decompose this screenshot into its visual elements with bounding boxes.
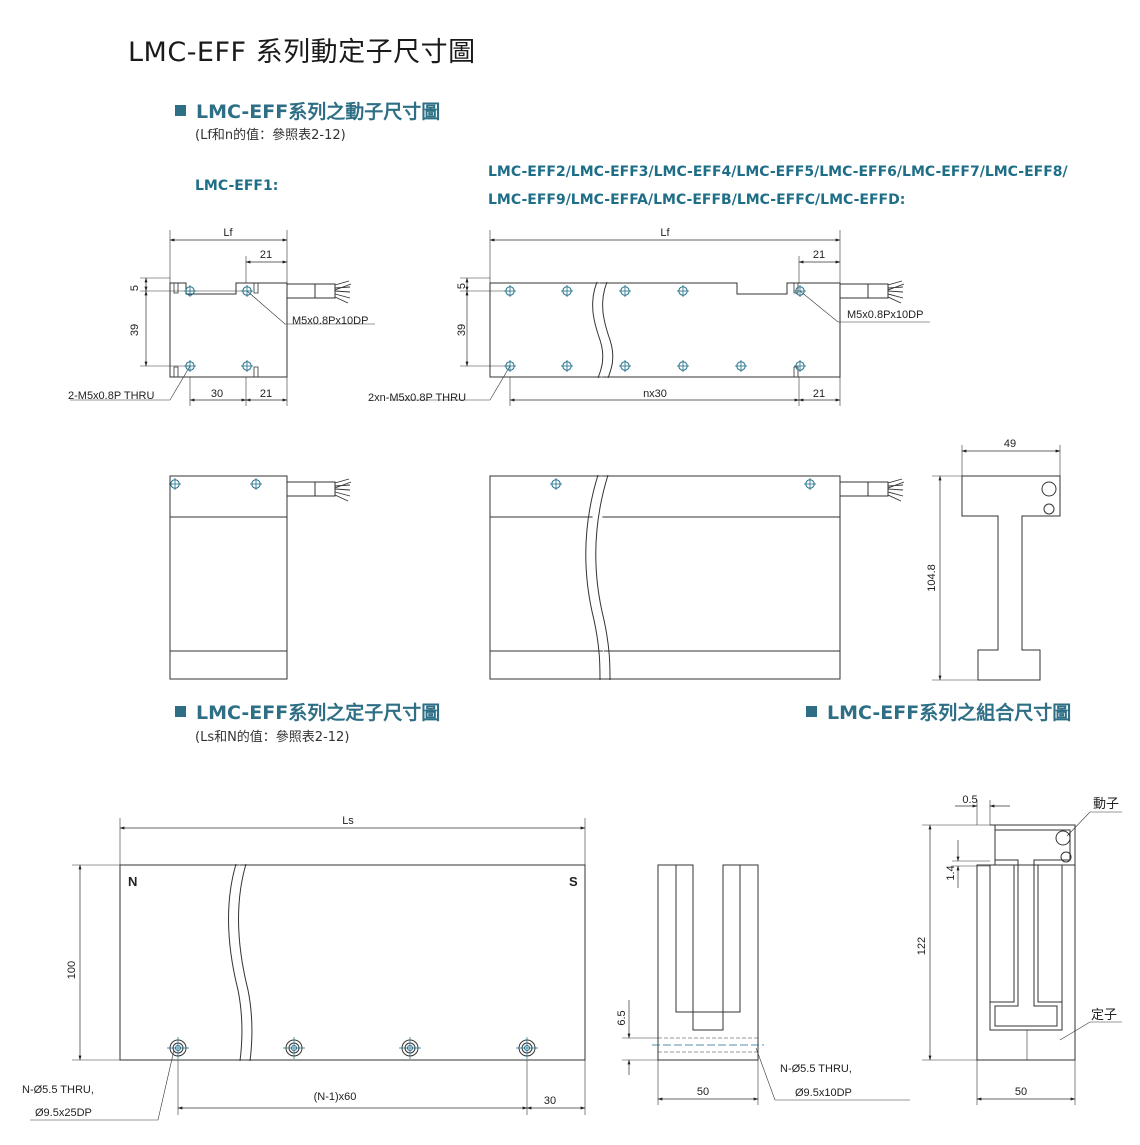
dim-6-5: 6.5 (616, 1010, 628, 1025)
callout-stator-thru: N-Ø5.5 THRU, (22, 1084, 94, 1096)
hole (503, 359, 517, 373)
label-mover: 動子 (1093, 796, 1119, 811)
callout-end-thru: N-Ø5.5 THRU, (780, 1063, 852, 1075)
dim-100: 100 (66, 961, 78, 979)
dim-5-2: 5 (456, 283, 468, 289)
callout-stator-cb: Ø9.5x25DP (35, 1107, 92, 1119)
model-multi-line1: LMC-EFF2/LMC-EFF3/LMC-EFF4/LMC-EFF5/LMC-… (488, 164, 1068, 180)
bullet-square-icon (806, 706, 817, 717)
page-title: LMC-EFF 系列動定子尺寸圖 (128, 37, 476, 68)
model-multi-line2: LMC-EFF9/LMC-EFFA/LMC-EFFB/LMC-EFFC/LMC-… (488, 192, 906, 208)
callout-m5-dp-2: M5x0.8Px10DP (847, 309, 923, 321)
dim-30-stator: 30 (544, 1095, 556, 1107)
callout-m5-dp-1: M5x0.8Px10DP (292, 315, 368, 327)
hole (793, 284, 807, 298)
mover-note: (Lf和n的值：參照表2-12) (195, 128, 346, 143)
dim-39-1: 39 (129, 324, 141, 336)
stator-section-heading: LMC-EFF系列之定子尺寸圖 (175, 698, 440, 725)
mover-heading-text: LMC-EFF系列之動子尺寸圖 (196, 101, 441, 123)
pole-s-label: S (569, 874, 578, 889)
dim-39-2: 39 (456, 324, 468, 336)
callout-m5-thru-2: 2xn-M5x0.8P THRU (368, 392, 466, 404)
dim-1-4: 1.4 (945, 865, 957, 880)
dim-5-1: 5 (129, 285, 141, 291)
stator-top-view (30, 818, 586, 1121)
hole (240, 359, 254, 373)
dim-104-8: 104.8 (926, 564, 938, 592)
hole (676, 284, 690, 298)
dim-0-5: 0.5 (962, 794, 977, 806)
dim-50-stator: 50 (697, 1086, 709, 1098)
dim-ls: Ls (342, 815, 354, 827)
counterbore-hole (167, 1037, 189, 1059)
hole (183, 359, 197, 373)
label-stator: 定子 (1091, 1007, 1117, 1022)
stator-end-view (622, 864, 910, 1105)
hole (618, 284, 632, 298)
dim-21-top-1: 21 (260, 249, 272, 261)
mover-multi-top-view (390, 230, 930, 406)
assembly-heading-text: LMC-EFF系列之組合尺寸圖 (827, 702, 1072, 724)
dim-lf-2: Lf (660, 227, 670, 239)
dim-n-1-x60: (N-1)x60 (314, 1091, 357, 1103)
bullet-square-icon (175, 706, 186, 717)
bullet-square-icon (175, 105, 186, 116)
dim-49: 49 (1004, 438, 1016, 450)
dim-nx30: nx30 (643, 388, 667, 400)
counterbore-hole (399, 1037, 421, 1059)
mover-end-view (932, 445, 1061, 681)
hole (793, 359, 807, 373)
dim-lf-1: Lf (223, 227, 233, 239)
assembly-section-heading: LMC-EFF系列之組合尺寸圖 (806, 698, 1071, 725)
hole (249, 477, 263, 491)
counterbore-hole (516, 1037, 538, 1059)
hole (734, 359, 748, 373)
model-eff1-label: LMC-EFF1: (195, 178, 279, 194)
dim-122: 122 (916, 937, 928, 955)
pole-n-label: N (128, 874, 137, 889)
callout-m5-thru-1: 2-M5x0.8P THRU (68, 390, 154, 402)
assembly-end-view (922, 800, 1122, 1105)
stator-note: (Ls和N的值：參照表2-12) (195, 730, 350, 745)
mover-section-heading: LMC-EFF系列之動子尺寸圖 (175, 97, 440, 124)
dim-21-bottom-1: 21 (260, 388, 272, 400)
hole (803, 477, 817, 491)
mover-eff1-side-view (169, 475, 352, 680)
dim-21-bottom-2: 21 (813, 388, 825, 400)
dim-21-top-2: 21 (813, 249, 825, 261)
stator-heading-text: LMC-EFF系列之定子尺寸圖 (196, 702, 441, 724)
hole (240, 284, 254, 298)
mover-multi-side-view (489, 474, 905, 681)
dim-50-assembly: 50 (1015, 1086, 1027, 1098)
hole (560, 284, 574, 298)
counterbore-hole (283, 1037, 305, 1059)
hole (168, 477, 182, 491)
stator-holes (167, 1037, 538, 1059)
dim-30-1: 30 (211, 388, 223, 400)
hole (503, 284, 517, 298)
hole (676, 359, 690, 373)
hole (549, 477, 563, 491)
callout-end-cb: Ø9.5x10DP (795, 1087, 852, 1099)
hole (560, 359, 574, 373)
hole (618, 359, 632, 373)
